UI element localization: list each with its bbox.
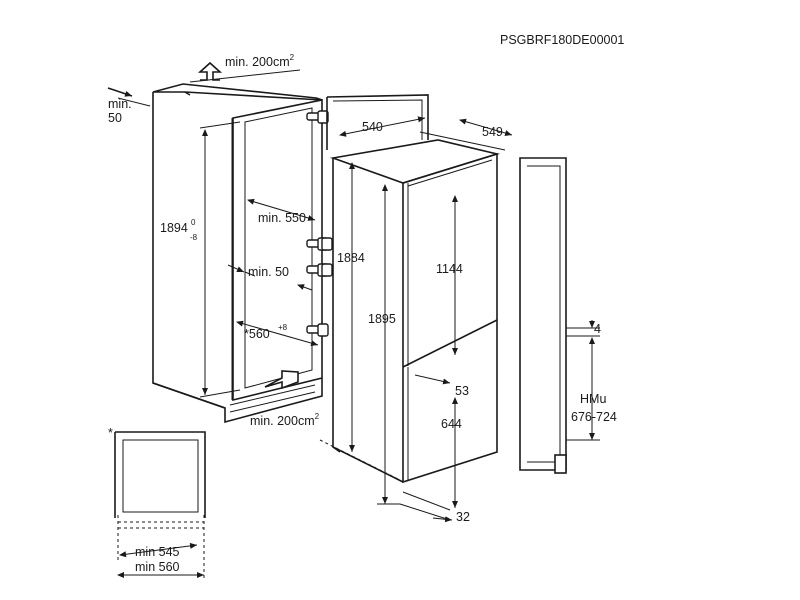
fridge-hinges xyxy=(321,237,333,277)
niche-height-tol-minus: -8 xyxy=(190,233,198,242)
wall-stub-line xyxy=(117,97,151,107)
vent-bottom-arrow-icon xyxy=(264,370,299,390)
wall-gap-arrow xyxy=(107,87,133,97)
depth-540-dim xyxy=(339,116,426,137)
gap-53-label: 53 xyxy=(455,384,469,398)
niche-height-label: 1894 xyxy=(160,221,188,235)
width-549-dim xyxy=(459,118,513,136)
hmu-label-1: HMu xyxy=(580,392,606,406)
top-view-niche xyxy=(114,431,206,578)
hmu-label-2: 676-724 xyxy=(571,410,617,424)
fridge-body xyxy=(329,139,501,484)
min-50-label: min. 50 xyxy=(248,265,289,279)
wall-gap-label-2: 50 xyxy=(108,111,122,125)
min-550-label: min. 550 xyxy=(258,211,306,225)
base-32-label: 32 xyxy=(456,510,470,524)
lower-door-label: 644 xyxy=(441,417,462,431)
min-545-dim xyxy=(119,542,198,558)
cabinet-niche xyxy=(152,83,323,424)
wall-gap-label-1: min. xyxy=(108,97,132,111)
gap-53-dim xyxy=(414,374,451,385)
depth-540-label: 540 xyxy=(362,120,383,134)
product-code: PSGBRF180DE00001 xyxy=(500,33,624,47)
offset-4-label: 4 xyxy=(594,322,601,336)
min-50-arrow-left xyxy=(227,264,245,273)
min-550-dim xyxy=(247,198,316,221)
min-545-label: min 545 xyxy=(135,545,180,559)
width-549-label: 549 xyxy=(482,125,503,139)
height-1884-label: 1884 xyxy=(337,251,365,265)
asterisk-mark: * xyxy=(108,426,113,440)
cabinet-hinges xyxy=(306,110,329,337)
width-560-tol: +8 xyxy=(278,323,288,332)
niche-height-tol-plus: 0 xyxy=(191,218,196,227)
vent-top-arrow-icon xyxy=(197,61,223,81)
min-50-arrow-right xyxy=(297,284,313,291)
width-560-dim xyxy=(236,320,319,346)
width-560-label: *560 xyxy=(244,327,270,341)
height-1895-label: 1895 xyxy=(368,312,396,326)
vent-bottom-label: min. 200cm2 xyxy=(250,412,320,428)
vent-top-label: min. 200cm2 xyxy=(225,53,295,69)
upper-door-label: 1144 xyxy=(436,262,463,276)
min-560-label: min 560 xyxy=(135,560,180,574)
side-view-cabinet xyxy=(519,157,567,474)
